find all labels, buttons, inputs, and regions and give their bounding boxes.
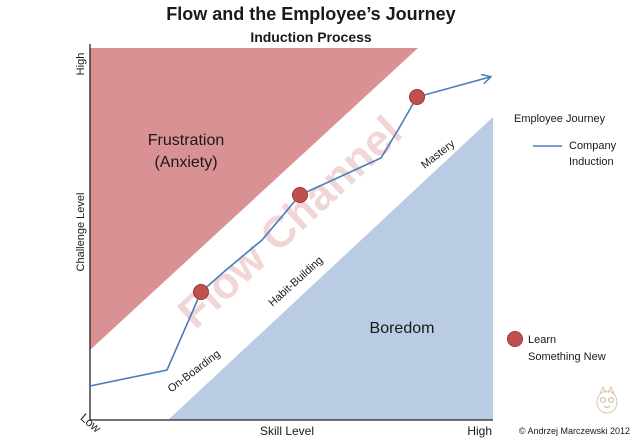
- boredom-region: [168, 117, 493, 420]
- legend-marker-label-1: Learn: [528, 334, 556, 346]
- frustration-label: Frustration: [148, 132, 224, 149]
- anxiety-label: (Anxiety): [154, 154, 217, 171]
- legend-marker-label-2: Something New: [528, 351, 606, 363]
- y-axis-high-label: High: [75, 53, 87, 76]
- legend-heading: Employee Journey: [514, 113, 606, 125]
- x-axis-label: Skill Level: [260, 424, 314, 438]
- author-logo: [596, 385, 618, 414]
- boredom-label: Boredom: [370, 320, 435, 337]
- learn-marker: [409, 89, 425, 105]
- learn-marker: [193, 284, 209, 300]
- legend-line-label-1: Company: [569, 140, 617, 152]
- legend-line-label-2: Induction: [569, 156, 614, 168]
- origin-low-label: Low: [78, 410, 104, 435]
- diagram-subtitle: Induction Process: [250, 29, 372, 45]
- x-axis-high-label: High: [467, 424, 492, 438]
- learn-marker: [292, 187, 308, 203]
- y-axis-label: Challenge Level: [75, 193, 87, 272]
- frustration-region: [90, 48, 418, 350]
- diagram-title: Flow and the Employee’s Journey: [166, 4, 455, 24]
- employee-journey-line: [89, 77, 490, 387]
- copyright-label: © Andrzej Marczewski 2012: [519, 426, 630, 436]
- legend-marker-swatch: [507, 331, 523, 347]
